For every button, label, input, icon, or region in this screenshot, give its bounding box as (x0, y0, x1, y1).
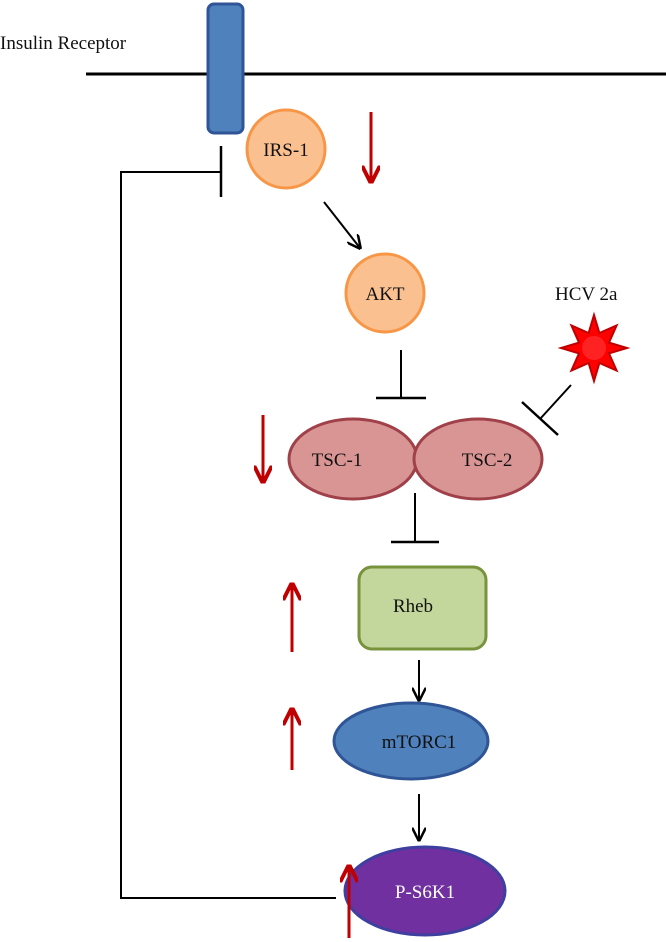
akt-label: AKT (365, 284, 404, 305)
ps6k1-label: P-S6K1 (395, 882, 455, 903)
rheb-node (357, 565, 488, 651)
feedback-loop-line (120, 171, 336, 899)
irs1-node (245, 108, 327, 190)
insulin-receptor-label: Insulin Receptor (0, 33, 127, 54)
hcv-label: HCV 2a (555, 284, 618, 305)
hcv-inhibition-bar (521, 401, 559, 436)
irs1-label: IRS-1 (263, 140, 308, 161)
mtorc1-label: mTORC1 (382, 732, 457, 753)
hcv-star-core (582, 336, 606, 360)
insulin-receptor (206, 2, 245, 135)
rheb-label: Rheb (393, 596, 433, 617)
akt-node (344, 252, 426, 334)
tsc2-node (412, 417, 544, 501)
ps6k1-node (343, 845, 507, 937)
tsc2-label: TSC-2 (462, 450, 513, 471)
tsc1-label: TSC-1 (312, 450, 363, 471)
hcv-inhibition-line (539, 384, 572, 420)
mtorc1-node (332, 701, 490, 781)
irs1-to-akt-arrow (323, 201, 360, 248)
